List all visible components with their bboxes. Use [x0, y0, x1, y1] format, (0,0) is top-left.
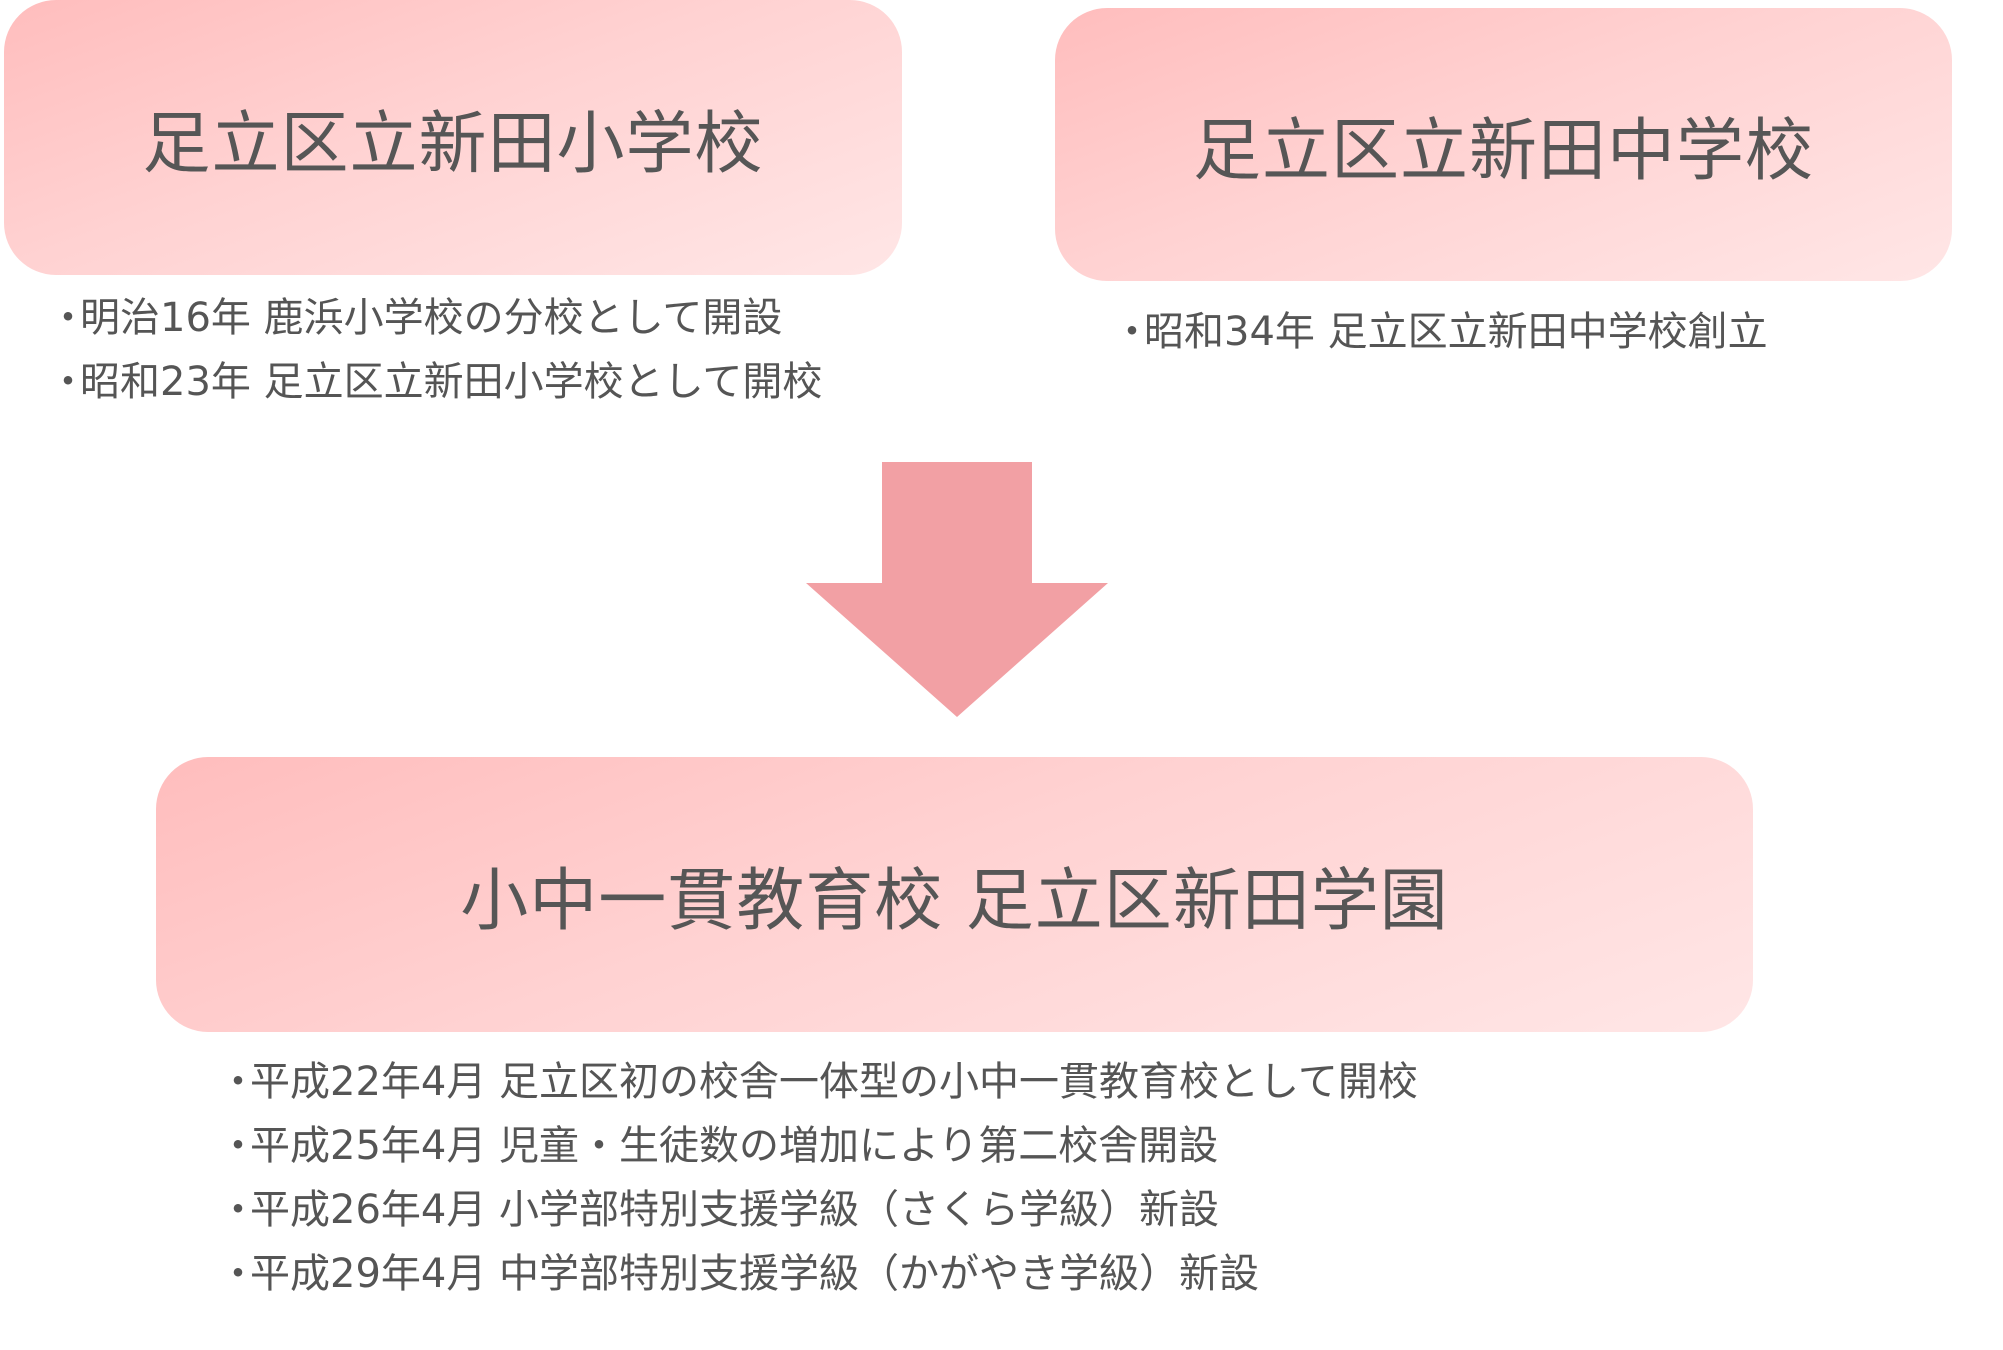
- unified-school-box: 小中一貫教育校 足立区新田学園: [156, 757, 1753, 1032]
- bullet-icon: ・: [48, 359, 88, 405]
- history-text: 昭和23年 足立区立新田小学校として開校: [80, 359, 823, 405]
- bullet-icon: ・: [218, 1123, 258, 1169]
- elementary-school-box: 足立区立新田小学校: [4, 0, 902, 275]
- elementary-school-title: 足立区立新田小学校: [142, 105, 764, 184]
- bullet-icon: ・: [218, 1059, 258, 1105]
- bullet-icon: ・: [48, 295, 88, 341]
- down-arrow-icon: [806, 462, 1108, 717]
- history-text: 平成26年4月 小学部特別支援学級（さくら学級）新設: [250, 1187, 1220, 1233]
- history-item: ・明治16年 鹿浜小学校の分校として開設: [48, 286, 822, 350]
- elementary-school-history: ・明治16年 鹿浜小学校の分校として開設 ・昭和23年 足立区立新田小学校として…: [48, 286, 822, 414]
- history-item: ・昭和23年 足立区立新田小学校として開校: [48, 350, 822, 414]
- unified-school-history: ・平成22年4月 足立区初の校舎一体型の小中一貫教育校として開校 ・平成25年4…: [218, 1050, 1418, 1306]
- bullet-icon: ・: [218, 1251, 258, 1297]
- junior-high-school-title: 足立区立新田中学校: [1192, 112, 1814, 191]
- history-item: ・平成25年4月 児童・生徒数の増加により第二校舎開設: [218, 1114, 1418, 1178]
- history-text: 平成25年4月 児童・生徒数の増加により第二校舎開設: [250, 1123, 1219, 1169]
- history-text: 平成29年4月 中学部特別支援学級（かがやき学級）新設: [250, 1251, 1260, 1297]
- history-text: 昭和34年 足立区立新田中学校創立: [1144, 309, 1768, 355]
- junior-high-school-history: ・昭和34年 足立区立新田中学校創立: [1112, 300, 1768, 364]
- down-arrow-shape: [806, 462, 1108, 717]
- history-item: ・昭和34年 足立区立新田中学校創立: [1112, 300, 1768, 364]
- bullet-icon: ・: [1112, 309, 1152, 355]
- bullet-icon: ・: [218, 1187, 258, 1233]
- unified-school-title: 小中一貫教育校 足立区新田学園: [460, 862, 1449, 941]
- history-text: 明治16年 鹿浜小学校の分校として開設: [80, 295, 783, 341]
- history-text: 平成22年4月 足立区初の校舎一体型の小中一貫教育校として開校: [250, 1059, 1418, 1105]
- junior-high-school-box: 足立区立新田中学校: [1055, 8, 1952, 281]
- history-item: ・平成29年4月 中学部特別支援学級（かがやき学級）新設: [218, 1242, 1418, 1306]
- history-item: ・平成26年4月 小学部特別支援学級（さくら学級）新設: [218, 1178, 1418, 1242]
- history-item: ・平成22年4月 足立区初の校舎一体型の小中一貫教育校として開校: [218, 1050, 1418, 1114]
